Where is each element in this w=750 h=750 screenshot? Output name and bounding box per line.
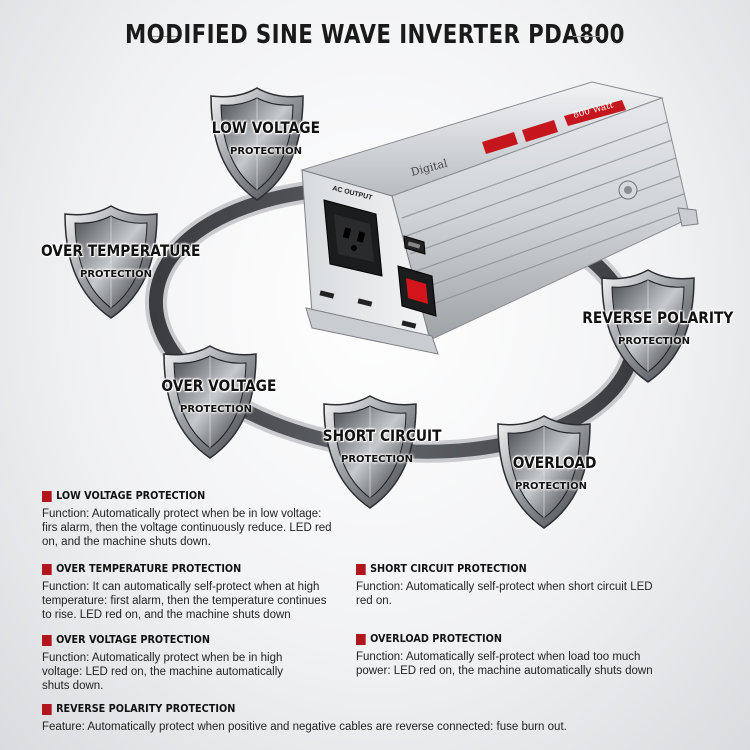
shield-overload: [496, 414, 592, 530]
shield-short-circuit: [322, 394, 418, 510]
desc-heading: OVER TEMPERATURE PROTECTION: [56, 562, 242, 575]
bullet-square-icon: [356, 563, 366, 575]
bullet-square-icon: [356, 633, 366, 645]
shield-label-reverse-polarity: REVERSE POLARITY: [582, 308, 734, 327]
desc-short-circuit: SHORT CIRCUIT PROTECTION Function: Autom…: [356, 562, 656, 608]
desc-text: Function: Automatically protect when be …: [42, 508, 332, 548]
desc-text: Function: Automatically protect when be …: [42, 652, 283, 692]
desc-low-voltage: LOW VOLTAGE PROTECTION Function: Automat…: [42, 489, 332, 549]
shield-icon: [162, 344, 258, 460]
switch-icon: [397, 265, 437, 317]
shield-sub-over-voltage: PROTECTION: [180, 404, 252, 415]
title-rule-left: [150, 36, 178, 37]
desc-heading: REVERSE POLARITY PROTECTION: [56, 702, 236, 715]
shield-over-voltage: [162, 344, 258, 460]
usb-icon: [403, 235, 426, 255]
shield-label-short-circuit: SHORT CIRCUIT: [322, 426, 442, 445]
desc-overload: OVERLOAD PROTECTION Function: Automatica…: [356, 632, 656, 678]
shield-icon: [209, 86, 305, 202]
desc-heading: OVER VOLTAGE PROTECTION: [56, 633, 210, 646]
desc-text: Function: Automatically self-protect whe…: [356, 581, 653, 607]
shield-sub-overload: PROTECTION: [515, 481, 587, 492]
shield-sub-reverse-polarity: PROTECTION: [618, 336, 690, 347]
inverter-product-image: 800 Watt Digital AC OUTPUT: [300, 81, 699, 355]
desc-over-voltage: OVER VOLTAGE PROTECTION Function: Automa…: [42, 633, 312, 693]
desc-text: Function: Automatically self-protect whe…: [356, 651, 653, 677]
shield-over-temperature: [63, 204, 159, 320]
bullet-square-icon: [42, 490, 52, 502]
desc-heading: SHORT CIRCUIT PROTECTION: [370, 562, 527, 575]
title-rule-right: [573, 36, 601, 37]
desc-text: Function: It can automatically self-prot…: [42, 581, 327, 621]
shield-low-voltage: [209, 86, 305, 202]
desc-text: Feature: Automatically protect when posi…: [42, 721, 567, 733]
shield-icon: [63, 204, 159, 320]
shield-icon: [322, 394, 418, 510]
shield-icon: [496, 414, 592, 530]
shield-label-low-voltage: LOW VOLTAGE: [211, 118, 321, 137]
shield-sub-over-temperature: PROTECTION: [80, 269, 152, 280]
shield-sub-short-circuit: PROTECTION: [341, 454, 413, 465]
bullet-square-icon: [42, 563, 52, 575]
page-title: MODIFIED SINE WAVE INVERTER PDA800: [125, 20, 625, 50]
shield-label-over-temperature: OVER TEMPERATURE: [40, 241, 201, 260]
desc-heading: OVERLOAD PROTECTION: [370, 632, 502, 645]
shield-sub-low-voltage: PROTECTION: [230, 146, 302, 157]
shield-label-over-voltage: OVER VOLTAGE: [161, 376, 277, 395]
bullet-square-icon: [42, 703, 52, 715]
desc-heading: LOW VOLTAGE PROTECTION: [56, 489, 206, 502]
socket-icon: [323, 199, 383, 277]
desc-over-temperature: OVER TEMPERATURE PROTECTION Function: It…: [42, 562, 334, 622]
shield-label-overload: OVERLOAD: [512, 453, 597, 472]
desc-reverse-polarity: REVERSE POLARITY PROTECTION Feature: Aut…: [42, 702, 722, 734]
bullet-square-icon: [42, 634, 52, 646]
